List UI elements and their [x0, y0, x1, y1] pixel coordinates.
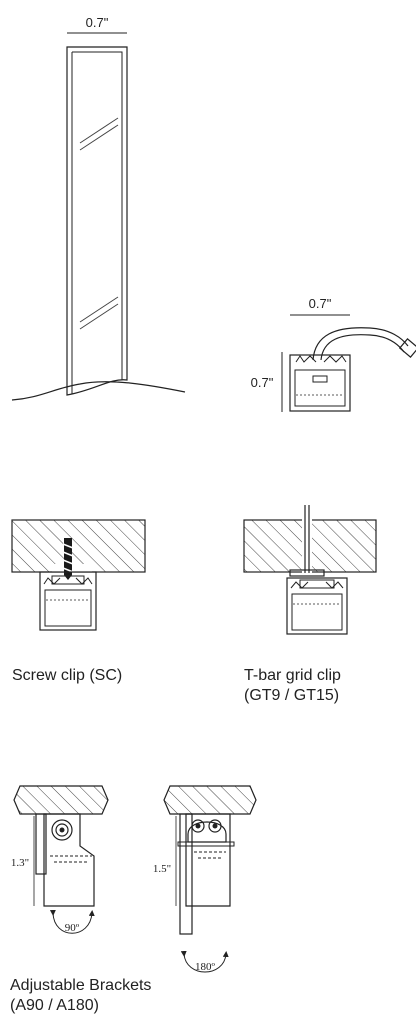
- tbar-clip-caption-line1: T-bar grid clip: [244, 667, 341, 684]
- a180-angle-label: 180º: [195, 961, 216, 973]
- power-cable: [312, 327, 409, 361]
- profile-break-line: [11, 381, 186, 401]
- tbar-clip-diagram: [243, 505, 377, 635]
- rotation-arrow-icon: [180, 950, 229, 973]
- pivot-icon: [51, 819, 73, 841]
- glass-reflection-mark: [79, 124, 119, 151]
- bracket-a90-diagram: 1.3" 90º: [11, 785, 109, 934]
- bracket-body: [43, 813, 95, 907]
- profile-inner-outline: [71, 51, 123, 394]
- rotation-arrow-icon: [49, 909, 95, 934]
- a180-height-label: 1.5": [153, 863, 171, 875]
- pivot-icon: [191, 819, 205, 833]
- pivot-icon: [208, 819, 222, 833]
- glass-reflection-mark: [79, 117, 119, 144]
- section-height-label: 0.7": [251, 375, 274, 390]
- a90-angle-label: 90º: [65, 922, 80, 934]
- tbar-clip-caption-line2: (GT9 / GT15): [244, 687, 340, 704]
- profile-elevation: 0.7": [11, 15, 186, 401]
- profile-width-label: 0.7": [86, 15, 109, 30]
- ceiling-section: [163, 785, 257, 815]
- profile-outer-outline: [66, 46, 128, 396]
- bracket-body: [185, 813, 231, 907]
- glass-reflection-mark: [79, 303, 119, 330]
- ceiling-section: [11, 519, 146, 573]
- ceiling-section: [13, 785, 109, 815]
- brackets-caption-line2: (A90 / A180): [10, 997, 99, 1014]
- cable-connector: [398, 338, 416, 358]
- section-width-label: 0.7": [309, 296, 332, 311]
- a90-height-label: 1.3": [11, 857, 29, 869]
- brackets-caption-line1: Adjustable Brackets: [10, 977, 152, 994]
- screw-clip-caption: Screw clip (SC): [12, 667, 123, 684]
- screw-clip-diagram: [11, 519, 146, 631]
- profile-cross-section: 0.7" 0.7": [251, 296, 416, 412]
- bracket-a180-diagram: 1.5" 180º: [153, 785, 257, 973]
- glass-reflection-mark: [79, 296, 119, 323]
